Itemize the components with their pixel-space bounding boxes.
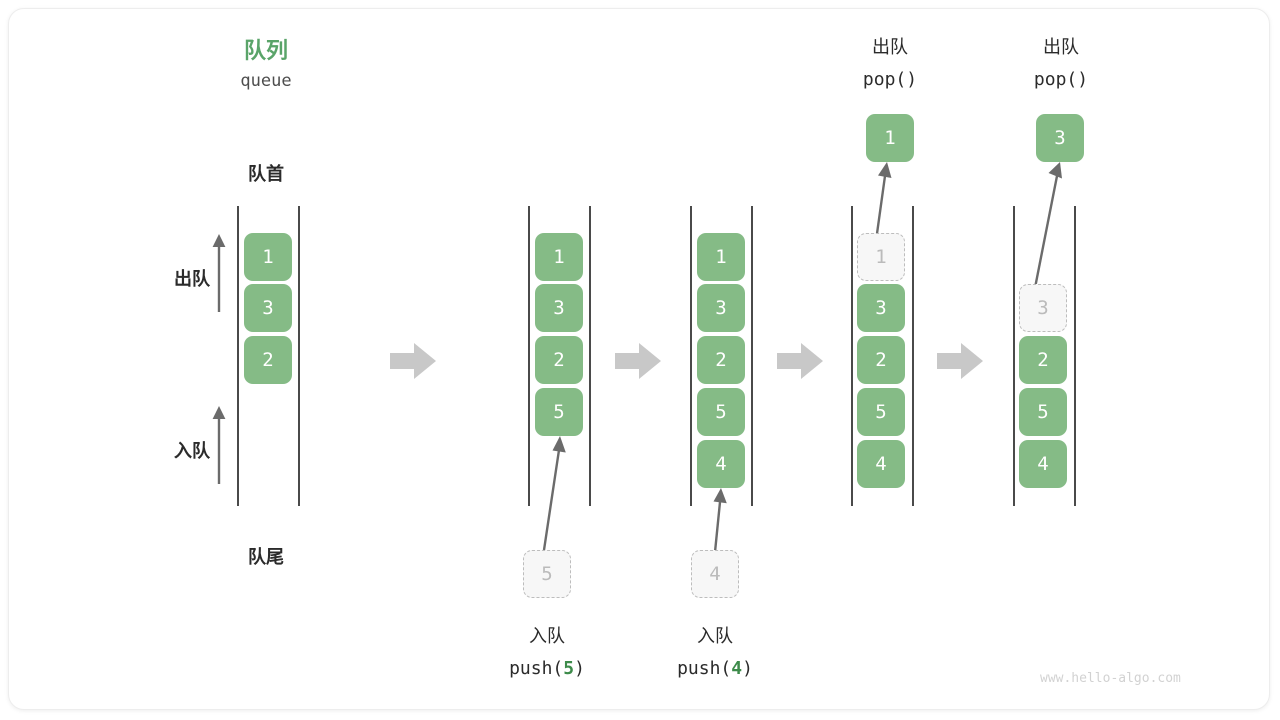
enqueue-direction-arrow-icon xyxy=(212,406,226,484)
push-code-prefix: push( xyxy=(677,658,732,679)
queue-cell: 2 xyxy=(535,336,583,384)
step-arrow-right-icon xyxy=(390,343,436,379)
rail-left xyxy=(528,206,530,506)
rail-right xyxy=(1074,206,1076,506)
queue-cell: 1 xyxy=(535,233,583,281)
push-code-prefix: push( xyxy=(509,658,564,679)
dequeue-direction-arrow-icon xyxy=(212,234,226,312)
rail-right xyxy=(912,206,914,506)
queue-title-cn: 队列 xyxy=(243,39,288,64)
pop-label-code: pop() xyxy=(1033,69,1089,90)
queue-cell: 3 xyxy=(697,284,745,332)
queue-cell: 3 xyxy=(857,284,905,332)
enqueue-direction-label: 入队 xyxy=(174,441,210,462)
push-code-suffix: ) xyxy=(742,658,753,679)
push-source-cell: 4 xyxy=(691,550,739,598)
push-code-value: 5 xyxy=(563,658,575,679)
push-arrow-icon xyxy=(713,488,727,553)
queue-cell: 4 xyxy=(697,440,745,488)
queue-cell: 5 xyxy=(697,388,745,436)
queue-cell: 5 xyxy=(857,388,905,436)
queue-cell: 3 xyxy=(535,284,583,332)
queue-cell: 1 xyxy=(697,233,745,281)
rail-left xyxy=(1013,206,1015,506)
step-arrow-right-icon xyxy=(615,343,661,379)
queue-cell-ghost: 3 xyxy=(1019,284,1067,332)
queue-cell: 1 xyxy=(244,233,292,281)
queue-cell: 5 xyxy=(1019,388,1067,436)
rail-right xyxy=(751,206,753,506)
queue-cell: 2 xyxy=(857,336,905,384)
queue-cell: 4 xyxy=(1019,440,1067,488)
queue-cell-ghost: 1 xyxy=(857,233,905,281)
watermark: www.hello-algo.com xyxy=(1040,671,1181,686)
queue-cell: 2 xyxy=(244,336,292,384)
pop-label-code: pop() xyxy=(862,69,918,90)
queue-cell: 4 xyxy=(857,440,905,488)
pop-label-cn: 出队 xyxy=(872,37,908,58)
push-label-cn: 入队 xyxy=(697,626,733,647)
step-arrow-right-icon xyxy=(777,343,823,379)
rail-right xyxy=(298,206,300,506)
queue-title-en: queue xyxy=(240,71,292,91)
push-arrow-icon xyxy=(542,436,566,551)
rail-left xyxy=(237,206,239,506)
push-code-suffix: ) xyxy=(574,658,585,679)
dequeue-direction-label: 出队 xyxy=(174,269,210,290)
queue-cell: 2 xyxy=(1019,336,1067,384)
queue-cell: 2 xyxy=(697,336,745,384)
queue-cell: 3 xyxy=(244,284,292,332)
push-code-value: 4 xyxy=(731,658,743,679)
push-source-cell: 5 xyxy=(523,550,571,598)
pop-arrow-icon xyxy=(1031,162,1062,299)
popped-cell: 1 xyxy=(866,114,914,162)
front-label: 队首 xyxy=(248,164,284,185)
pop-label-cn: 出队 xyxy=(1043,37,1079,58)
rail-left xyxy=(690,206,692,506)
rail-left xyxy=(851,206,853,506)
push-label-code: push(5) xyxy=(467,658,627,679)
popped-cell: 3 xyxy=(1036,114,1084,162)
rail-right xyxy=(589,206,591,506)
push-label-cn: 入队 xyxy=(529,626,565,647)
step-arrow-right-icon xyxy=(937,343,983,379)
rear-label: 队尾 xyxy=(248,547,284,568)
queue-cell: 5 xyxy=(535,388,583,436)
push-label-code: push(4) xyxy=(635,658,795,679)
